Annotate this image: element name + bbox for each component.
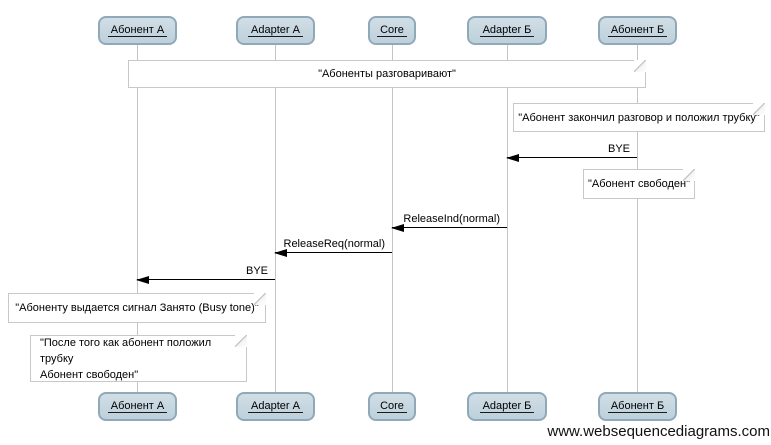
note-text: "После того как абонент положил трубку А… [40, 336, 212, 381]
actor-core-bottom: Core [368, 392, 416, 421]
actor-abonent-b-bottom: Абонент Б [598, 392, 677, 421]
note-subscriber-b-free: "Абонент свободен" [583, 169, 695, 199]
actor-core-top: Core [368, 16, 416, 45]
message-label: ReleaseReq(normal) [283, 238, 386, 250]
actor-label: Абонент А [107, 24, 168, 37]
arrow-left-icon [274, 249, 287, 257]
message-bye-abonent-b-to-adapter-b: BYE [506, 143, 637, 162]
note-text: "Абонент закончил разговор и положил тру… [518, 111, 760, 124]
note-busy-tone: "Абоненту выдается сигнал Занято (Busy t… [8, 293, 266, 323]
actor-label: Абонент А [107, 400, 168, 413]
lifeline-abonent-b [637, 45, 638, 392]
message-label: BYE [607, 143, 630, 155]
actor-label: Adapter Б [479, 400, 535, 413]
lifeline-abonent-a [137, 45, 138, 392]
message-label: BYE [245, 265, 268, 277]
actor-label: Core [377, 24, 407, 37]
actor-adapter-b-top: Adapter Б [467, 16, 547, 45]
actor-label: Adapter А [248, 24, 303, 37]
message-bye-adapter-a-to-abonent-a: BYE [136, 265, 275, 284]
note-subscribers-talking: "Абоненты разговаривают" [128, 60, 646, 88]
message-releaseind: ReleaseInd(normal) [391, 213, 507, 232]
arrow-left-icon [136, 276, 149, 284]
note-text: "Абонент свободен" [587, 178, 691, 190]
actor-abonent-b-top: Абонент Б [598, 16, 677, 45]
lifeline-adapter-b [507, 45, 508, 392]
arrow-left-icon [391, 224, 404, 232]
note-text: "Абоненту выдается сигнал Занято (Busy t… [15, 302, 259, 314]
note-call-ended: "Абонент закончил разговор и положил тру… [513, 103, 765, 132]
actor-adapter-a-bottom: Adapter А [236, 392, 315, 421]
message-releasereq: ReleaseReq(normal) [274, 238, 392, 257]
actor-abonent-a-top: Абонент А [98, 16, 177, 45]
actor-abonent-a-bottom: Абонент А [98, 392, 177, 421]
watermark: www.websequencediagrams.com [547, 423, 770, 440]
arrow-left-icon [506, 154, 519, 162]
actor-label: Абонент Б [607, 24, 668, 37]
actor-adapter-a-top: Adapter А [236, 16, 315, 45]
actor-label: Абонент Б [607, 400, 668, 413]
note-after-hangup-free: "После того как абонент положил трубку А… [30, 335, 247, 382]
actor-adapter-b-bottom: Adapter Б [467, 392, 547, 421]
actor-label: Adapter Б [479, 24, 535, 37]
message-label: ReleaseInd(normal) [403, 213, 500, 225]
note-text: "Абоненты разговаривают" [318, 68, 456, 80]
lifeline-adapter-a [275, 45, 276, 392]
lifeline-core [392, 45, 393, 392]
actor-label: Core [377, 400, 407, 413]
actor-label: Adapter А [248, 400, 303, 413]
